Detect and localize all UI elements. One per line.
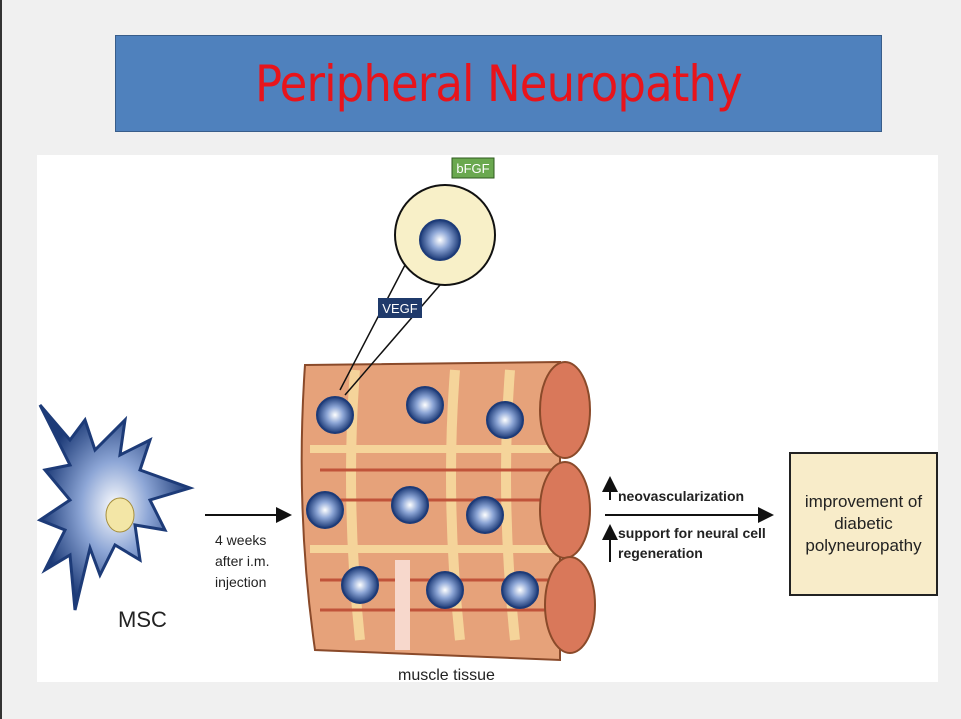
arrow-label-1: 4 weeks	[215, 532, 266, 548]
effect-neovascularization: neovascularization	[618, 488, 744, 504]
bfgf-badge	[451, 157, 495, 179]
msc-cell-icon	[36, 404, 195, 611]
slide-edge	[0, 0, 2, 719]
muscle-tissue-illustration	[300, 360, 596, 662]
title-banner: Peripheral Neuropathy	[115, 35, 882, 132]
bfgf-label: bFGF	[456, 161, 489, 176]
effect-regeneration: regeneration	[618, 545, 703, 561]
outcome-line-3: polyneuropathy	[805, 536, 922, 555]
tissue-label: muscle tissue	[398, 667, 495, 684]
outcome-line-2: diabetic	[834, 514, 893, 533]
outcome-box: improvement of diabetic polyneuropathy	[789, 452, 938, 596]
vegf-badge	[378, 298, 422, 318]
slide-title: Peripheral Neuropathy	[255, 54, 743, 113]
effect-neural-support: support for neural cell	[618, 525, 766, 541]
arrow-label-2: after i.m.	[215, 553, 269, 569]
vegf-label: VEGF	[382, 301, 417, 316]
msc-label: MSC	[118, 607, 167, 632]
outcome-line-1: improvement of	[804, 492, 923, 511]
arrow-label-3: injection	[215, 574, 266, 590]
